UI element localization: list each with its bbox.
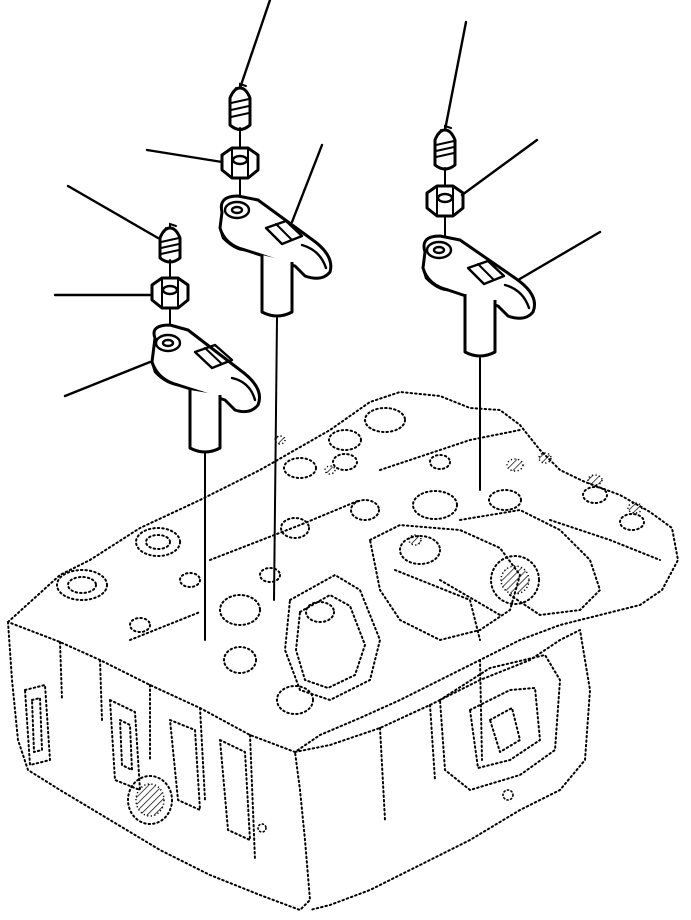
- center-assembly: [145, 0, 333, 601]
- rib: [549, 519, 661, 561]
- top-port: [129, 617, 151, 633]
- top-port: [56, 569, 108, 601]
- left-side-port: [219, 739, 251, 841]
- cylinder-head-edge: [379, 659, 483, 821]
- small-boss: [506, 458, 524, 472]
- top-port: [619, 513, 645, 531]
- left-side-boss: [127, 775, 173, 825]
- top-port: [429, 454, 451, 470]
- adjusting-screw-icon: [433, 124, 457, 171]
- leader-line: [238, 0, 272, 90]
- leader-line: [63, 360, 152, 398]
- small-boss: [627, 502, 643, 514]
- top-port: [332, 453, 358, 471]
- top-port: [399, 535, 441, 565]
- left-assembly: [53, 184, 261, 641]
- top-port: [219, 594, 261, 626]
- left-side-boss: [135, 783, 165, 817]
- cylinder-head-left-side: [7, 621, 311, 911]
- top-port: [350, 499, 380, 521]
- bracket: [369, 524, 521, 641]
- cylinder-head-right-side: [294, 629, 591, 911]
- top-port: [223, 646, 257, 674]
- top-port: [305, 601, 335, 623]
- left-side-port: [24, 684, 51, 766]
- top-port: [179, 572, 201, 588]
- rocker-recess: [284, 574, 381, 701]
- cylinder-head: [7, 391, 679, 911]
- small-boss: [538, 452, 552, 464]
- right-side-port: [439, 654, 561, 791]
- rocker-arm-icon: [421, 234, 536, 320]
- bracket-boss: [490, 555, 540, 605]
- rocker-recess: [295, 594, 366, 689]
- valve-bridge-icon: [188, 390, 222, 641]
- leader-line: [460, 138, 539, 197]
- lock-nut-icon: [425, 184, 465, 218]
- left-side-port: [169, 719, 201, 811]
- leader-line: [443, 20, 468, 132]
- top-port: [67, 576, 97, 594]
- right-assembly: [421, 20, 602, 491]
- small-boss: [587, 474, 603, 486]
- top-port: [280, 517, 310, 539]
- bracket: [459, 509, 601, 616]
- rib: [379, 429, 521, 471]
- top-port: [412, 490, 458, 520]
- valve-bridge-icon: [260, 255, 294, 601]
- rib: [129, 611, 201, 641]
- left-side-port: [109, 699, 141, 791]
- top-port: [328, 429, 362, 451]
- bracket-web: [394, 569, 501, 641]
- right-side-port: [469, 687, 541, 769]
- top-port: [283, 457, 317, 479]
- leader-line: [290, 143, 324, 224]
- adjusting-screw-icon: [228, 82, 252, 131]
- small-boss: [324, 465, 336, 475]
- small-boss: [408, 534, 422, 546]
- top-port: [145, 534, 171, 550]
- leader-line: [516, 230, 602, 282]
- cylinder-head-top-face: [7, 391, 679, 753]
- cylinder-head-edge: [59, 641, 256, 861]
- top-port: [488, 489, 522, 511]
- right-side-port: [489, 707, 521, 753]
- top-port: [276, 685, 314, 715]
- adjusting-screw-icon: [158, 222, 182, 264]
- leader-line: [145, 148, 224, 164]
- small-hole: [502, 789, 514, 801]
- lock-nut-icon: [150, 276, 190, 310]
- bracket-boss: [500, 565, 530, 595]
- small-boss: [274, 435, 286, 445]
- lock-nut-icon: [220, 146, 260, 180]
- rocker-arm-icon: [218, 194, 333, 280]
- top-port: [364, 407, 406, 433]
- rocker-arm-icon: [150, 323, 261, 414]
- top-port: [259, 567, 281, 583]
- leader-line: [66, 184, 160, 240]
- valve-bridge-icon: [463, 294, 497, 491]
- top-port: [135, 527, 181, 557]
- rib: [209, 499, 361, 561]
- top-port: [582, 486, 608, 504]
- small-hole: [257, 823, 267, 833]
